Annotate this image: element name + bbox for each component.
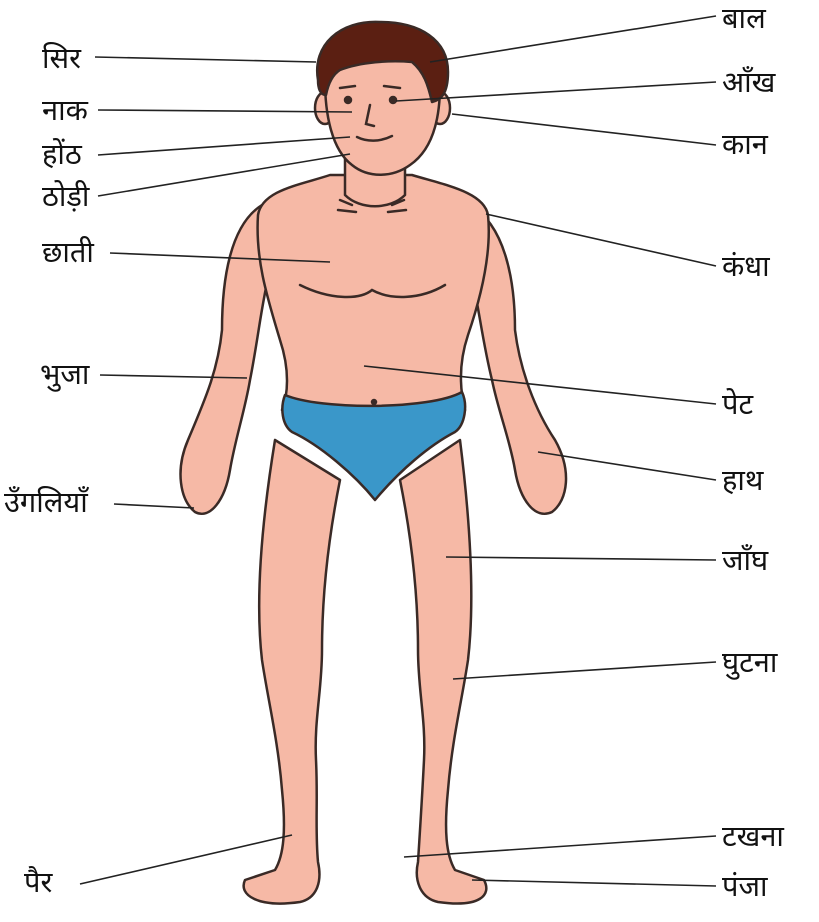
- label-toes: पंजा: [722, 872, 768, 901]
- figure-torso: [258, 175, 489, 410]
- label-shoulder: कंधा: [722, 252, 770, 281]
- leader-hair: [430, 16, 716, 62]
- label-nose: नाक: [42, 96, 88, 125]
- label-head: सिर: [42, 44, 81, 73]
- label-hand: हाथ: [722, 466, 763, 495]
- leader-toes: [472, 880, 716, 886]
- label-ankle: टखना: [722, 822, 784, 851]
- label-lips: होंठ: [42, 140, 82, 169]
- label-eye: आँख: [722, 68, 775, 97]
- figure-left-leg: [244, 440, 340, 903]
- leader-thigh: [446, 557, 716, 560]
- leader-head: [95, 57, 316, 62]
- label-ear: कान: [722, 130, 768, 159]
- figure-left-arm: [181, 205, 270, 514]
- label-knee: घुटना: [722, 648, 777, 677]
- figure-left-eye: [345, 97, 351, 103]
- leader-ear: [452, 114, 716, 145]
- label-foot: पैर: [24, 868, 52, 897]
- label-stomach: पेट: [722, 390, 753, 419]
- label-hair: बाल: [722, 4, 766, 33]
- leader-lips: [98, 137, 350, 155]
- figure-right-eye: [390, 97, 396, 103]
- leader-ankle: [404, 836, 716, 857]
- figure-right-leg: [400, 440, 486, 903]
- label-thigh: जाँघ: [722, 546, 768, 575]
- label-chest: छाती: [42, 238, 94, 267]
- label-chin: ठोड़ी: [42, 182, 89, 211]
- label-fingers: उँगलियाँ: [4, 488, 88, 517]
- leader-fingers: [114, 504, 194, 508]
- label-arm: भुजा: [40, 360, 89, 389]
- figure-navel: [372, 400, 376, 404]
- leader-shoulder: [486, 214, 716, 266]
- leader-knee: [453, 662, 716, 679]
